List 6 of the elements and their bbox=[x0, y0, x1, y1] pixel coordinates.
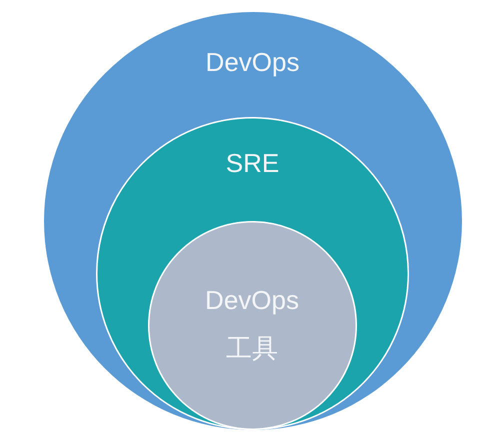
circle-label: DevOps bbox=[206, 46, 300, 79]
circle-label: DevOps 工具 bbox=[205, 284, 299, 365]
circle bbox=[148, 221, 356, 430]
circle bbox=[96, 117, 409, 430]
circle bbox=[44, 12, 462, 430]
circle-label: SRE bbox=[226, 147, 280, 180]
